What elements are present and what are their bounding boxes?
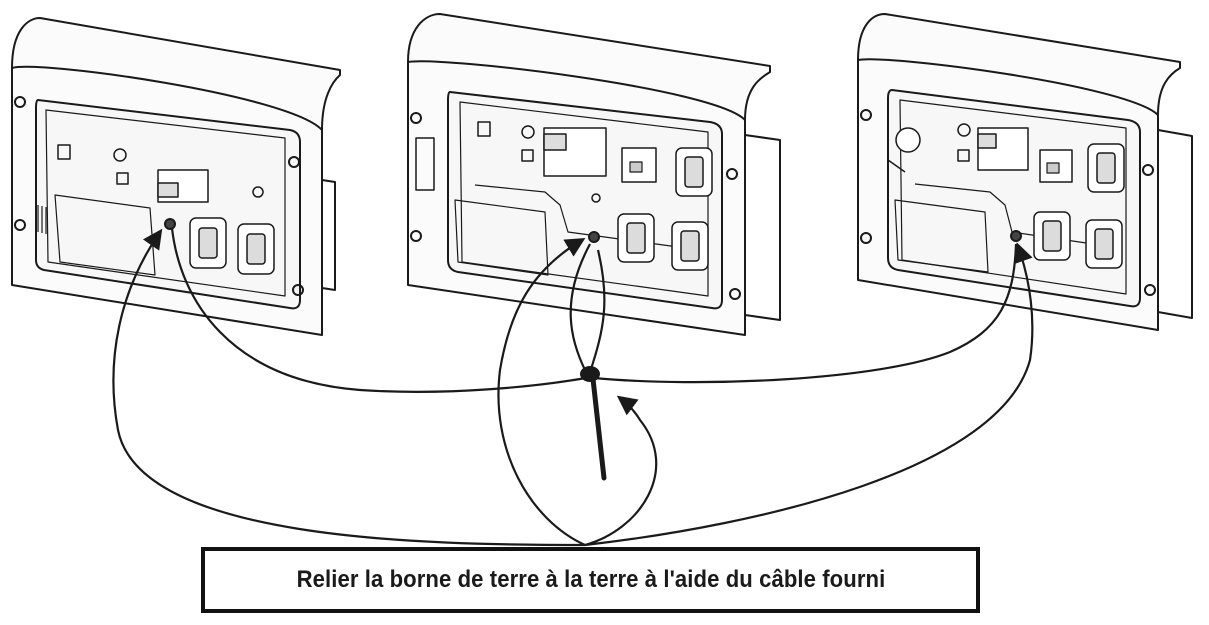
socket-icon <box>671 221 709 271</box>
ground-rod-icon <box>580 366 607 481</box>
generator-panel-middle <box>407 13 781 336</box>
generator-panel-right <box>857 13 1193 331</box>
socket-icon <box>189 217 227 269</box>
socket-icon <box>237 223 275 275</box>
earth-terminal-icon <box>164 218 176 230</box>
caption-text: Relier la borne de terre à la terre à l'… <box>296 566 885 593</box>
socket-icon <box>1087 143 1125 193</box>
pointer-arrows <box>112 228 1034 547</box>
breaker-icon <box>977 127 1029 171</box>
earth-terminal-icon <box>588 231 600 243</box>
caption-box: Relier la borne de terre à la terre à l'… <box>201 547 980 613</box>
socket-icon <box>1085 219 1123 269</box>
socket-icon <box>1033 211 1071 261</box>
breaker-icon <box>543 127 607 177</box>
ground-cable <box>170 227 1018 393</box>
generator-panel-left <box>11 17 341 336</box>
socket-icon <box>675 147 713 197</box>
socket-icon <box>617 213 655 263</box>
earth-terminal-icon <box>1010 230 1022 242</box>
